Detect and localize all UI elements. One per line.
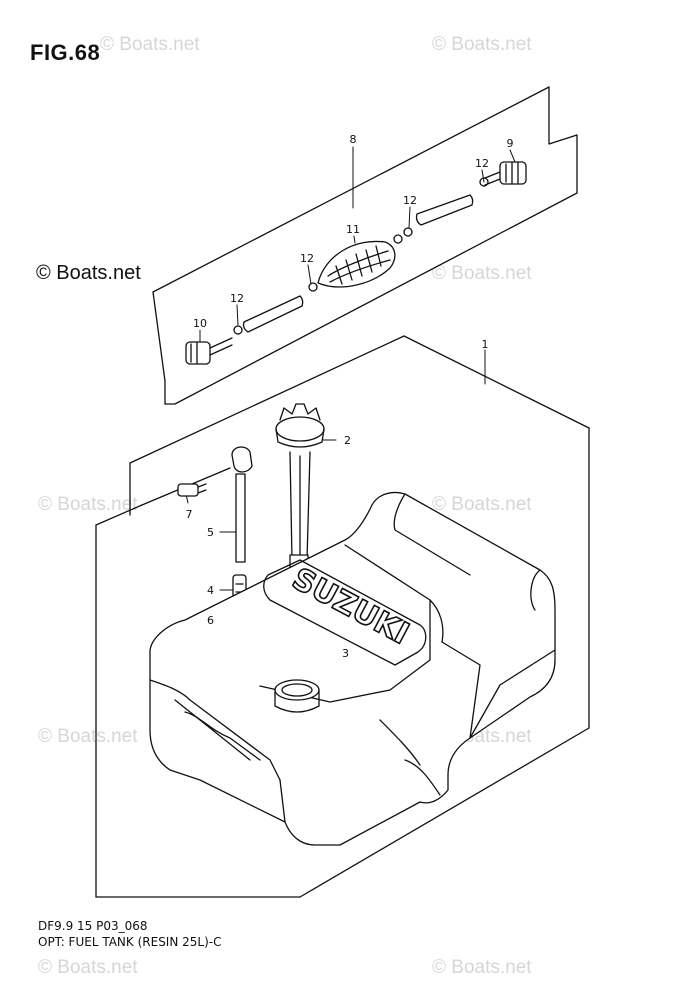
callout-12: 12 [300, 252, 314, 265]
fitting-7 [177, 483, 207, 497]
watermark: © Boats.net [432, 34, 532, 55]
callout-7: 7 [186, 508, 193, 521]
footer-description: OPT: FUEL TANK (RESIN 25L)-C [38, 935, 222, 949]
hose-assembly-frame [152, 86, 578, 405]
callout-1: 1 [482, 338, 489, 351]
callout-6: 6 [207, 614, 214, 627]
fuel-line-parts [185, 161, 527, 365]
callout-12: 12 [475, 157, 489, 170]
watermark: © Boats.net [432, 263, 532, 284]
footer-code: DF9.9 15 P03_068 [38, 919, 148, 933]
watermark: © Boats.net [38, 957, 138, 978]
callout-12: 12 [230, 292, 244, 305]
callout-10: 10 [193, 317, 207, 330]
callout-8: 8 [350, 133, 357, 146]
callout-12: 12 [403, 194, 417, 207]
watermark: © Boats.net [38, 726, 138, 747]
fuel-tank-body [149, 491, 556, 846]
callout-2: 2 [344, 434, 351, 447]
watermark: © Boats.net [432, 957, 532, 978]
watermark: © Boats.net [432, 494, 532, 515]
watermark: © Boats.net [100, 34, 200, 55]
figure-title: FIG.68 [30, 40, 101, 65]
callout-3: 3 [342, 647, 349, 660]
callout-11: 11 [346, 223, 360, 236]
callout-9: 9 [507, 137, 514, 150]
callout-4: 4 [207, 584, 214, 597]
watermark-main: © Boats.net [36, 262, 141, 284]
callout-5: 5 [207, 526, 214, 539]
fuel-gauge-2 [275, 403, 325, 578]
watermark: © Boats.net [38, 494, 138, 515]
pickup-tube-5 [231, 446, 253, 563]
